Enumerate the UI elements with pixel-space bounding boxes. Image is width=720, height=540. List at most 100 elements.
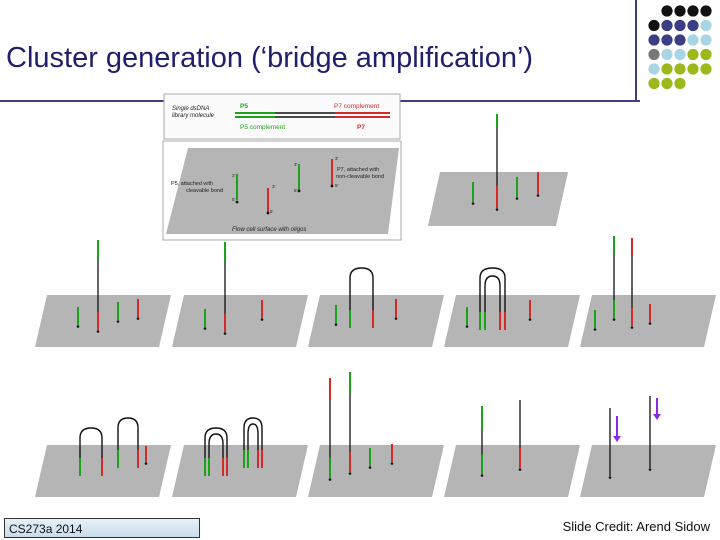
r3s3-oligo-b-anchor	[390, 462, 394, 465]
p5-label-line1: P5, attached with	[171, 181, 213, 187]
dot-1-4	[700, 19, 712, 32]
panel-anchor-2	[266, 211, 270, 215]
legend-label-line1: Single dsDNA	[172, 106, 209, 112]
r2s4-oligo-a-anchor	[465, 325, 469, 328]
surface-row3-4	[580, 445, 716, 497]
step1-oligo-c-anchor	[536, 194, 540, 197]
surface-row3-1	[172, 445, 308, 497]
step1-oligo-b-anchor	[515, 197, 519, 200]
panel-anchor-4	[330, 184, 334, 188]
r3s4-strand-b-anchor	[518, 468, 522, 471]
r3s1-bridge-a	[79, 427, 103, 476]
surface-label: Flow cell surface with oligos	[232, 227, 306, 233]
slide-credit: Slide Credit: Arend Sidow	[562, 519, 710, 534]
r3s4-strand-a-anchor	[480, 474, 484, 477]
dot-3-2	[674, 48, 686, 61]
dot-1-1	[661, 19, 673, 32]
dot-4-3	[687, 63, 699, 75]
r2s5-oligo-a-anchor	[593, 328, 597, 331]
dot-5-0	[648, 77, 660, 90]
legend-p7: P7	[357, 124, 365, 131]
r2s5-oligo-b-anchor	[648, 322, 652, 325]
r2s2-strand-anchor	[223, 332, 227, 335]
p7-label-line1: P7, attached with	[337, 167, 379, 173]
surface-panel: P5, attached with cleavable bond P7, att…	[162, 140, 402, 241]
dot-2-2	[674, 34, 686, 46]
surface-row2-3	[444, 295, 580, 347]
r3s5-purple-arrowhead-b	[653, 414, 661, 420]
r3s2-bridge-a-inner	[208, 433, 224, 476]
r2s2-oligo-a-anchor	[203, 327, 207, 330]
surface-row2-4	[580, 295, 716, 347]
r3s5-strand-b-anchor	[648, 468, 652, 471]
dot-2-3	[687, 34, 699, 46]
p5-label-line2: cleavable bond	[186, 188, 223, 194]
surface-row2-2	[308, 295, 444, 347]
legend-label-line2: library molecule	[172, 113, 215, 119]
dot-4-2	[674, 63, 686, 75]
dot-2-4	[700, 34, 712, 46]
panel-end-5-c: 5'	[294, 188, 298, 193]
surface-plane-main	[166, 148, 399, 234]
corner-divider	[635, 0, 637, 100]
dot-3-3	[687, 48, 699, 61]
panel-end-5-d: 5'	[335, 183, 339, 188]
r3s2-bridge-a	[204, 427, 228, 476]
r2s2-oligo-c-anchor	[260, 318, 264, 321]
r2s5-strand-a-anchor	[630, 326, 634, 329]
r2s4-bridge-outer	[479, 267, 506, 330]
dot-0-1	[661, 5, 673, 17]
dot-4-1	[661, 63, 673, 75]
panel-end-5-b: 5'	[270, 209, 274, 214]
dot-3-1	[661, 48, 673, 61]
r3s3-strand-b-anchor	[348, 472, 352, 475]
r3s2-bridge-b	[243, 417, 263, 468]
decorative-dot-grid	[648, 5, 712, 90]
p7-label-line2: non-cleavable bond	[336, 174, 384, 180]
panel-anchor-1	[235, 200, 239, 204]
surface-row3-3	[444, 445, 580, 497]
r3s1-oligo-anchor	[144, 462, 148, 465]
r3s5-purple-arrowhead-a	[613, 436, 621, 442]
legend-p5-complement: P5 complement	[240, 124, 285, 131]
r3s2-bridge-b-inner	[247, 423, 259, 468]
r3s3-oligo-a-anchor	[368, 466, 372, 469]
panel-end-3-a: 3'	[232, 173, 236, 178]
step1-template-anchor	[495, 208, 499, 211]
slide-title: Cluster generation (‘bridge amplificatio…	[6, 42, 534, 74]
course-label: CS273a 2014	[4, 518, 200, 538]
r3s3-strand-a-anchor	[328, 478, 332, 481]
dot-3-0	[648, 48, 660, 61]
dot-5-2	[674, 77, 686, 90]
surface-row2-1	[172, 295, 308, 347]
panel-end-3-c: 3'	[294, 162, 298, 167]
dot-4-0	[648, 63, 660, 75]
r2s4-oligo-b-anchor	[528, 318, 532, 321]
r3s5-strand-a-anchor	[608, 476, 612, 479]
panel-end-5-a: 5'	[232, 197, 236, 202]
legend-panel: Single dsDNA library molecule P5 P7 comp…	[163, 93, 401, 140]
r2s3-oligo-a-anchor	[334, 323, 338, 326]
r2s1-oligo-b-anchor	[116, 320, 120, 323]
r3s1-bridge-b	[117, 417, 139, 468]
dot-1-0	[648, 19, 660, 32]
surface-row2-0	[35, 295, 171, 347]
legend-p7-complement: P7 complement	[334, 103, 379, 110]
dot-3-4	[700, 48, 712, 61]
r2s3-oligo-b-anchor	[394, 317, 398, 320]
dot-0-2	[674, 5, 686, 17]
r2s3-bridge	[349, 267, 374, 328]
r2s5-strand-b-anchor	[612, 318, 616, 321]
legend-p5: P5	[240, 103, 248, 110]
panel-end-3-b: 3'	[272, 184, 276, 189]
dot-0-3	[687, 5, 699, 17]
dot-0-4	[700, 5, 712, 17]
panel-end-3-d: 3'	[335, 156, 339, 161]
dot-4-4	[700, 63, 712, 75]
dot-5-1	[661, 77, 673, 90]
r2s1-oligo-a-anchor	[76, 325, 80, 328]
dot-2-1	[661, 34, 673, 46]
dot-1-2	[674, 19, 686, 32]
r2s1-strand-anchor	[96, 330, 100, 333]
